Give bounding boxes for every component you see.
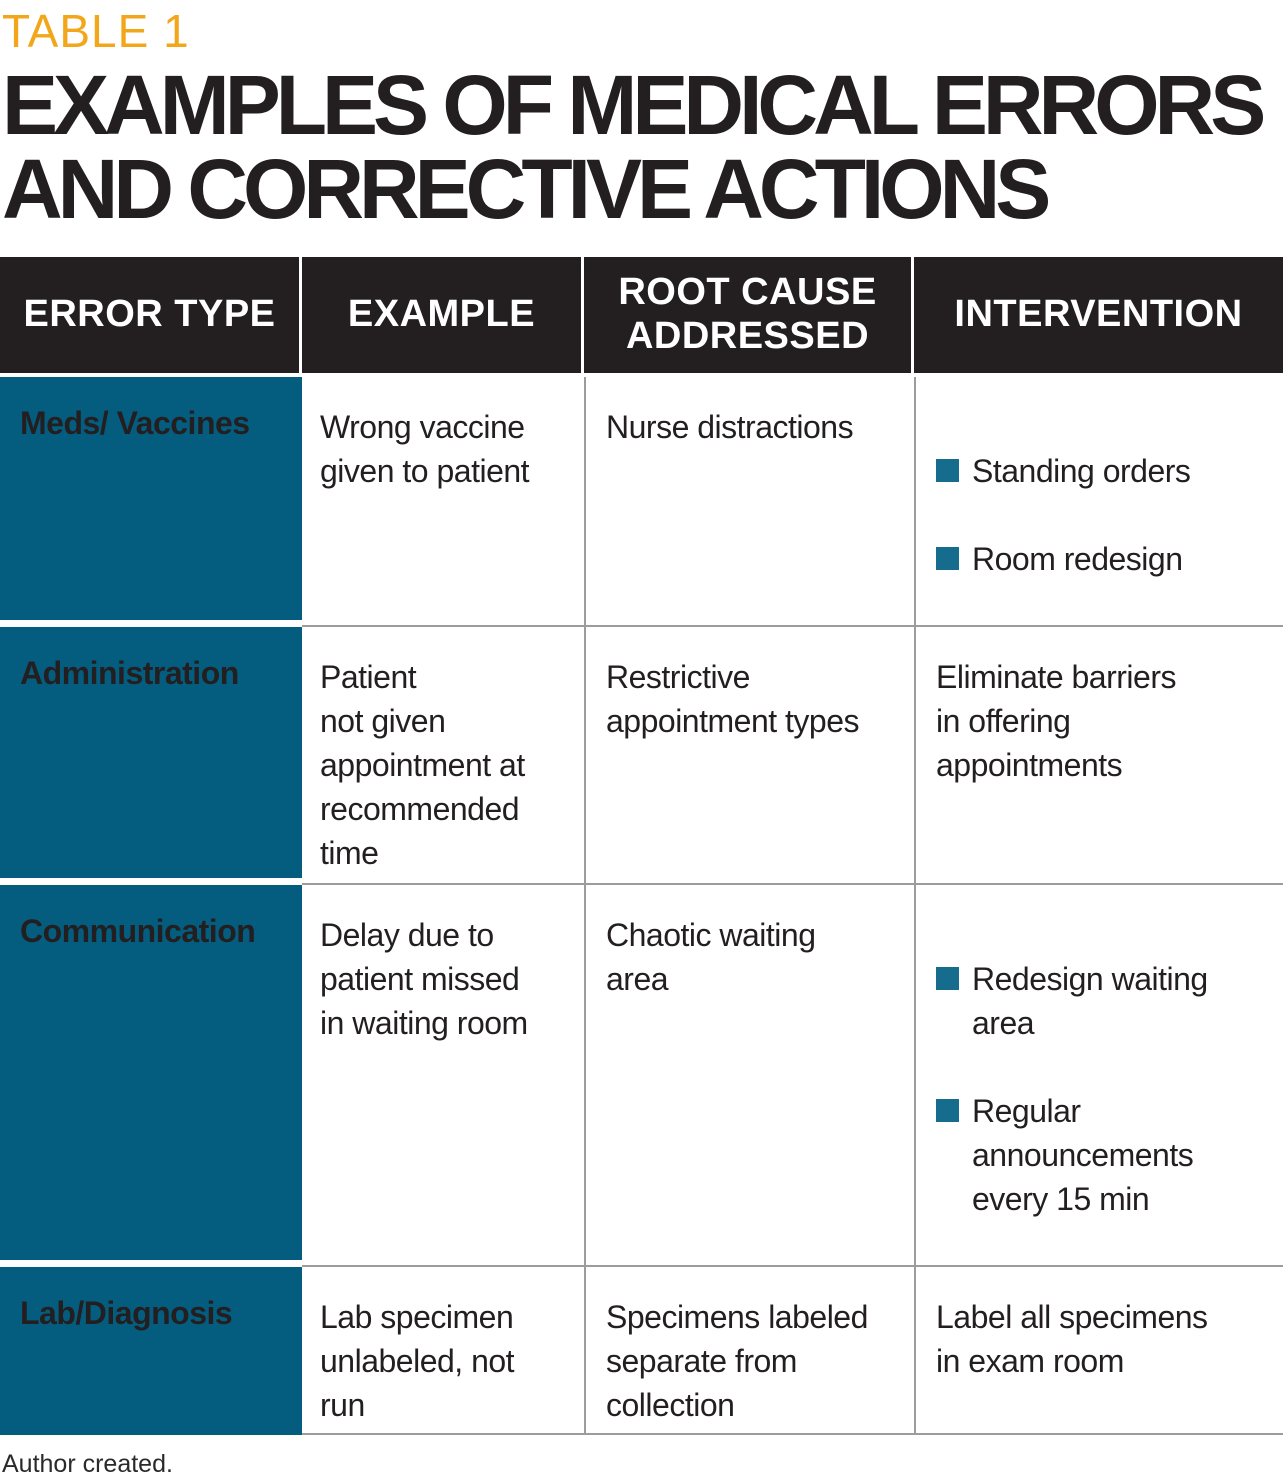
cell-example: Wrong vaccine given to patient	[302, 377, 584, 627]
square-bullet-icon	[936, 1098, 959, 1122]
cell-intervention: Label all specimens in exam room	[914, 1266, 1283, 1435]
cell-example: Delay due to patient missed in waiting r…	[302, 885, 584, 1267]
column-header-intervention: INTERVENTION	[914, 256, 1283, 377]
header-row: ERROR TYPE EXAMPLE ROOT CAUSE ADDRESSED …	[0, 256, 1283, 377]
cell-root-cause: Restrictive appointment types	[584, 626, 914, 885]
square-bullet-icon	[936, 458, 959, 482]
cell-root-cause: Specimens labeled separate from collecti…	[584, 1266, 914, 1435]
intervention-text: Redesign waiting area	[972, 960, 1208, 1041]
column-header-root-cause: ROOT CAUSE ADDRESSED	[584, 256, 914, 377]
table-title: EXAMPLES OF MEDICAL ERRORS AND CORRECTIV…	[2, 57, 1266, 236]
table-row-meds-vaccines: Meds/ Vaccines Wrong vaccine given to pa…	[0, 376, 1283, 627]
cell-example: Patient not given appointment at recomme…	[302, 627, 584, 885]
table-row-communication: Communication Delay due to patient misse…	[0, 884, 1283, 1267]
cell-root-cause: Chaotic waiting area	[584, 884, 914, 1267]
footnote: Author created.	[2, 1449, 173, 1478]
column-header-example: EXAMPLE	[302, 256, 584, 377]
intervention-text: Regular announcements every 15 min	[972, 1092, 1194, 1217]
table-row-lab-diagnosis: Lab/Diagnosis Lab specimen unlabeled, no…	[0, 1266, 1283, 1435]
row-header-error-type: Communication	[0, 884, 302, 1267]
cell-example: Lab specimen unlabeled, not run	[302, 1267, 584, 1435]
intervention-list-item: Redesign waiting area	[936, 957, 1273, 1045]
intervention-list-item: Room redesign	[936, 537, 1273, 581]
cell-intervention: Standing orders Room redesign	[914, 376, 1283, 627]
square-bullet-icon	[936, 966, 959, 990]
table-row-administration: Administration Patient not given appoint…	[0, 626, 1283, 885]
row-header-error-type: Lab/Diagnosis	[0, 1266, 302, 1435]
intervention-text: Room redesign	[972, 540, 1183, 577]
row-header-error-type: Administration	[0, 626, 302, 885]
column-header-error-type: ERROR TYPE	[0, 256, 302, 377]
intervention-text: Standing orders	[972, 452, 1191, 489]
row-header-error-type: Meds/ Vaccines	[0, 376, 302, 627]
cell-intervention: Redesign waiting area Regular announceme…	[914, 884, 1283, 1267]
table-number-kicker: TABLE 1	[2, 5, 190, 57]
intervention-list-item: Standing orders	[936, 449, 1273, 493]
cell-root-cause: Nurse distractions	[584, 376, 914, 627]
intervention-list-item: Regular announcements every 15 min	[936, 1089, 1273, 1221]
square-bullet-icon	[936, 546, 959, 570]
medical-errors-table: ERROR TYPE EXAMPLE ROOT CAUSE ADDRESSED …	[0, 256, 1283, 1435]
cell-intervention: Eliminate barriers in offering appointme…	[914, 626, 1283, 885]
